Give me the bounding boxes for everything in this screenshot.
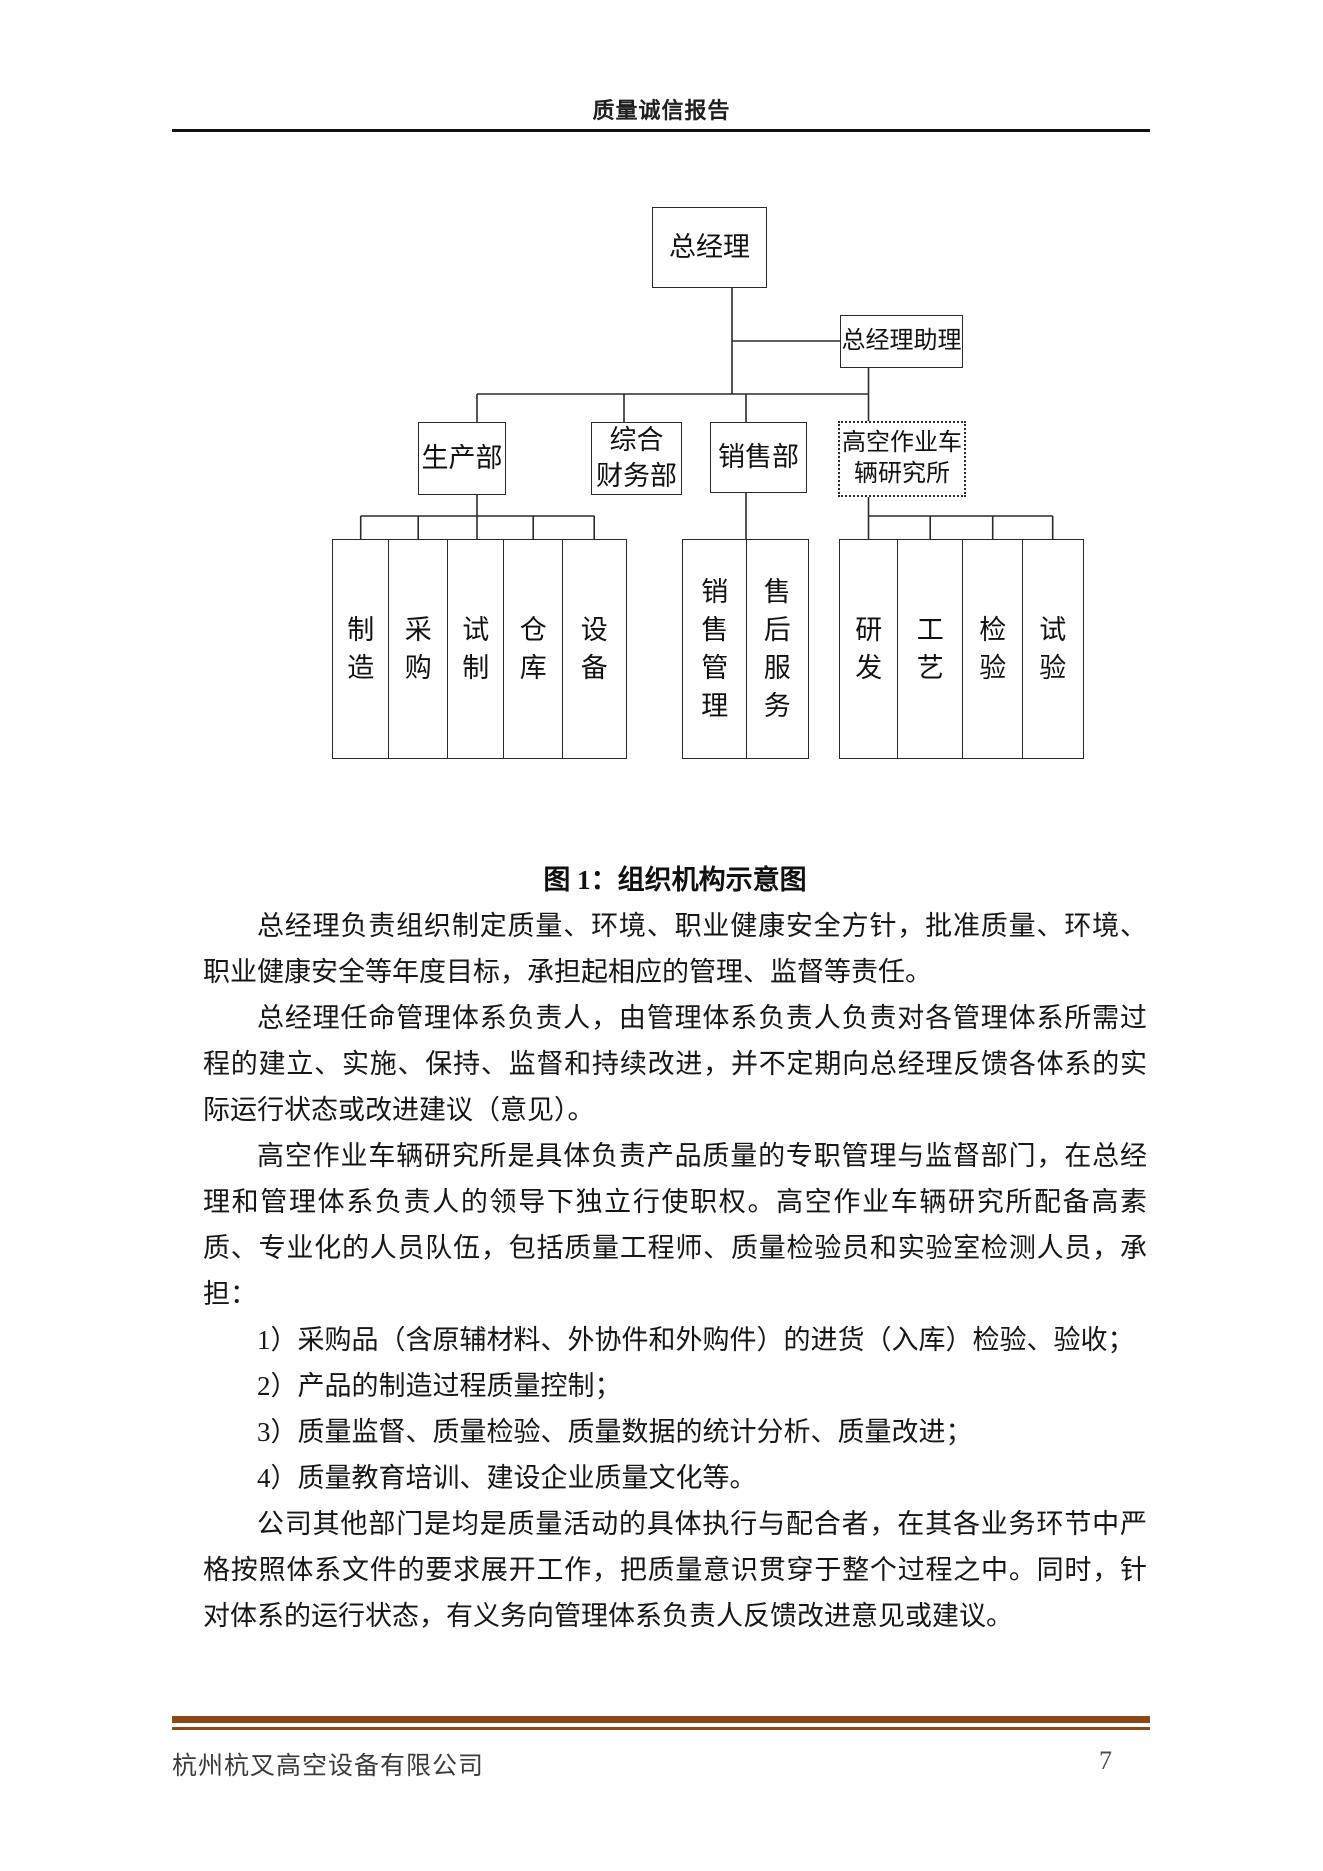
org-node-gm-assistant: 总经理助理 — [840, 315, 963, 368]
org-node-research-institute: 高空作业车 辆研究所 — [838, 421, 966, 497]
org-node-production-dept: 生产部 — [418, 422, 506, 495]
org-leaf-label: 设备 — [580, 614, 608, 683]
org-leaf-rnd: 研发 — [839, 539, 899, 759]
list-item-2: 2）产品的制造过程质量控制； — [257, 1371, 622, 1401]
list-item-1: 1）采购品（含原辅材料、外协件和外购件）的进货（入库）检验、验收； — [257, 1325, 1135, 1355]
org-leaf-label: 采购 — [404, 614, 432, 683]
org-leaf-label: 制造 — [347, 614, 375, 683]
org-leaf-sales-management: 销售管理 — [682, 539, 748, 759]
org-leaf-procurement: 采购 — [388, 539, 449, 759]
org-leaf-process: 工艺 — [897, 539, 964, 759]
body-text: 总经理负责组织制定质量、环境、职业健康安全方针，批准质量、环境、职业健康安全等年… — [203, 903, 1147, 1639]
footer-rule-thin — [172, 1727, 1150, 1730]
body-paragraph-3: 高空作业车辆研究所是具体负责产品质量的专职管理与监督部门，在总经理和管理体系负责… — [203, 1141, 1147, 1309]
org-leaf-warehouse: 仓库 — [503, 539, 564, 759]
org-leaf-testing: 试验 — [1022, 539, 1084, 759]
body-paragraph-4: 公司其他部门是均是质量活动的具体执行与配合者，在其各业务环节中严格按照体系文件的… — [203, 1509, 1147, 1631]
list-item-3: 3）质量监督、质量检验、质量数据的统计分析、质量改进； — [257, 1417, 973, 1447]
org-leaf-label: 售后服务 — [763, 576, 791, 721]
list-item-4: 4）质量教育培训、建设企业质量文化等。 — [257, 1463, 757, 1493]
org-leaf-label: 试制 — [462, 614, 490, 683]
footer-company-name: 杭州杭叉高空设备有限公司 — [172, 1753, 485, 1780]
org-leaf-label: 研发 — [855, 614, 883, 683]
page-number: 7 — [1099, 1746, 1112, 1775]
org-node-sales-dept: 销售部 — [710, 422, 807, 493]
org-leaf-label: 检验 — [979, 614, 1007, 683]
header-title: 质量诚信报告 — [592, 98, 731, 123]
org-leaf-label: 销售管理 — [701, 576, 729, 721]
org-leaf-equipment: 设备 — [562, 539, 627, 759]
org-leaf-inspection: 检验 — [962, 539, 1024, 759]
org-leaf-trial-production: 试制 — [447, 539, 505, 759]
figure-caption: 图 1：组织机构示意图 — [543, 865, 807, 895]
org-leaf-label: 仓库 — [519, 614, 547, 683]
footer: 杭州杭叉高空设备有限公司 7 — [172, 1746, 1150, 1782]
org-leaf-after-sales-service: 售后服务 — [746, 539, 809, 759]
org-node-general-manager: 总经理 — [652, 207, 767, 288]
org-node-finance-dept: 综合 财务部 — [591, 422, 682, 495]
body-paragraph-2: 总经理任命管理体系负责人，由管理体系负责人负责对各管理体系所需过程的建立、实施、… — [203, 1003, 1147, 1125]
footer-rule-thick — [172, 1716, 1150, 1723]
body-paragraph-1: 总经理负责组织制定质量、环境、职业健康安全方针，批准质量、环境、职业健康安全等年… — [203, 911, 1147, 987]
org-leaf-manufacturing: 制造 — [332, 539, 390, 759]
org-leaf-label: 试验 — [1039, 614, 1067, 683]
org-leaf-label: 工艺 — [916, 614, 944, 683]
header-rule — [172, 129, 1150, 132]
